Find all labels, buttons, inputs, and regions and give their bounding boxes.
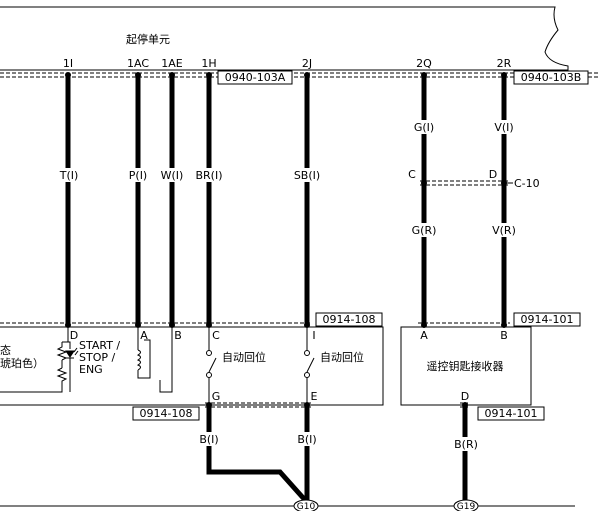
svg-text:B(R): B(R) <box>454 438 478 451</box>
connector-code-0914-101-bottom: 0914-101 <box>477 406 545 421</box>
wire-label-w2: P(I) <box>126 168 150 182</box>
svg-text:V(R): V(R) <box>492 224 516 237</box>
pin-2r: 2R <box>497 57 512 70</box>
svg-text:SB(I): SB(I) <box>294 169 320 182</box>
wire-label-w1: T(I) <box>56 168 82 182</box>
switch-pin-d: D <box>70 329 78 342</box>
receiver-label: 遥控钥匙接收器 <box>427 359 504 373</box>
svg-text:G(I): G(I) <box>414 121 434 134</box>
switch-text-amber: 琥珀色） <box>0 356 44 370</box>
receiver-pin-a: A <box>420 329 428 342</box>
svg-text:0940-103A: 0940-103A <box>225 71 286 84</box>
pin-1h: 1H <box>201 57 216 70</box>
switch-text-auto-return-1: 自动回位 <box>222 350 266 364</box>
switch-module-box <box>0 326 384 406</box>
switch-pin-b: B <box>174 329 182 342</box>
pin-1ac: 1AC <box>127 57 149 70</box>
switch-module-top-band <box>0 322 312 328</box>
svg-text:BR(I): BR(I) <box>195 169 222 182</box>
svg-text:0914-108: 0914-108 <box>140 407 193 420</box>
connector-code-0914-108-bottom: 0914-108 <box>132 406 200 421</box>
wire-label-w4: BR(I) <box>193 168 225 182</box>
receiver-pin-b: B <box>500 329 508 342</box>
receiver-top-band <box>418 322 510 328</box>
svg-text:0914-101: 0914-101 <box>521 313 574 326</box>
pin-1i: 1I <box>63 57 73 70</box>
switch-module-bottom-band <box>205 402 312 408</box>
switch-text-stop: STOP / <box>79 351 115 364</box>
svg-text:C-10: C-10 <box>514 177 540 190</box>
switch-pin-c: C <box>212 329 220 342</box>
pin-2j: 2J <box>302 57 312 70</box>
svg-text:D: D <box>489 168 497 181</box>
switch-pin-e: E <box>311 390 318 403</box>
receiver-pin-d: D <box>461 390 469 403</box>
ground-point-g19: G19 <box>453 499 479 511</box>
svg-text:G19: G19 <box>457 502 476 511</box>
svg-text:C: C <box>408 168 416 181</box>
svg-text:0914-108: 0914-108 <box>323 313 376 326</box>
switch-text-state: 态 <box>0 344 11 357</box>
wire-label-w3: W(I) <box>158 168 186 182</box>
switch-text-eng: ENG <box>79 363 103 376</box>
ground-point-g10: G10 <box>293 499 319 511</box>
top-pin-dots <box>65 72 507 78</box>
switch-pin-i: I <box>312 329 315 342</box>
inline-connector-c10: C D C-10 <box>408 168 540 190</box>
ground-wire-label-3: B(R) <box>451 437 481 451</box>
wire-label-w6-upper: G(I) <box>411 120 437 134</box>
svg-text:T(I): T(I) <box>59 169 79 182</box>
connector-code-0914-108-mid: 0914-108 <box>315 312 383 327</box>
switch-pin-g: G <box>212 390 221 403</box>
connector-code-0940-103a: 0940-103A <box>217 70 293 85</box>
ground-wire-label-1: B(I) <box>196 432 222 446</box>
switch-text-auto-return-2: 自动回位 <box>320 350 364 364</box>
wire-label-w7-upper: V(I) <box>491 120 517 134</box>
receiver-bottom-band <box>460 402 470 408</box>
wire-label-w7-lower: V(R) <box>489 223 519 237</box>
pin-2q: 2Q <box>416 57 432 70</box>
svg-text:B(I): B(I) <box>199 433 218 446</box>
svg-text:0940-103B: 0940-103B <box>521 71 582 84</box>
svg-text:G(R): G(R) <box>412 224 437 237</box>
switch-text-start: START / <box>79 339 120 352</box>
svg-text:G10: G10 <box>297 502 316 511</box>
pin-1ae: 1AE <box>161 57 183 70</box>
wire-label-w6-lower: G(R) <box>409 223 439 237</box>
ground-wire-label-2: B(I) <box>294 432 320 446</box>
svg-text:V(I): V(I) <box>494 121 513 134</box>
connector-code-0940-103b: 0940-103B <box>513 70 589 85</box>
switch-module-top-dots <box>65 322 310 328</box>
wire-label-w5: SB(I) <box>292 168 322 182</box>
svg-text:B(I): B(I) <box>297 433 316 446</box>
start-stop-unit-title: 起停单元 <box>126 32 170 46</box>
svg-text:0914-101: 0914-101 <box>485 407 538 420</box>
connector-code-0914-101-mid: 0914-101 <box>513 312 581 327</box>
svg-text:P(I): P(I) <box>129 169 147 182</box>
wires <box>65 75 507 502</box>
start-stop-unit-outline <box>0 6 569 71</box>
top-connector-band <box>0 72 598 78</box>
switch-pin-a: A <box>140 329 148 342</box>
switch-inner-circuit <box>0 328 315 403</box>
svg-text:W(I): W(I) <box>161 169 184 182</box>
